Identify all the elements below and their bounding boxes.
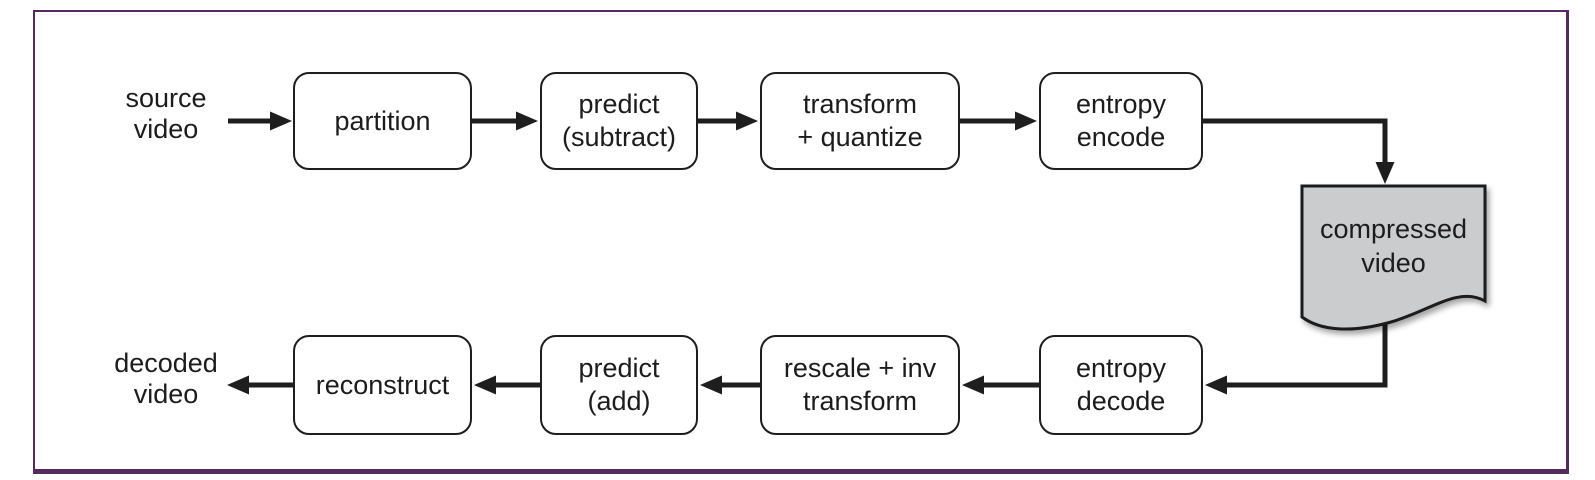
document-shape-compressed-video: [1300, 184, 1487, 331]
arrowhead-into-entropy-decode: [1205, 375, 1227, 395]
label-decoded-video: decoded video: [114, 348, 218, 409]
box-rescale-inv-transform-label: rescale + inv transform: [783, 353, 937, 416]
connector-encode-to-compressed: [1203, 118, 1388, 165]
arrowhead-into-entropy-encode: [1015, 111, 1037, 131]
box-partition: partition: [293, 72, 472, 170]
box-entropy-decode-label: entropy decode: [1075, 353, 1167, 416]
arrowhead-into-transform-quantize: [736, 111, 758, 131]
box-entropy-decode: entropy decode: [1039, 335, 1203, 435]
arrowhead-into-predict-subtract: [516, 111, 538, 131]
box-predict-add: predict (add): [540, 335, 698, 435]
box-reconstruct-label: reconstruct: [315, 369, 450, 400]
box-partition-label: partition: [334, 105, 431, 136]
label-source-video: source video: [125, 83, 207, 144]
box-predict-subtract-label: predict (subtract): [561, 89, 677, 152]
arrowhead-into-decoded-video: [227, 375, 249, 395]
arrowhead-into-rescale-inv: [962, 375, 984, 395]
arrowhead-into-reconstruct: [474, 375, 496, 395]
figure-frame: [33, 10, 1569, 474]
box-transform-quantize: transform + quantize: [760, 72, 960, 170]
box-predict-add-label: predict (add): [578, 353, 660, 416]
box-rescale-inv-transform: rescale + inv transform: [760, 335, 960, 435]
arrowhead-into-predict-add: [700, 375, 722, 395]
arrowhead-into-partition: [270, 111, 292, 131]
label-compressed-video: compressed video: [1319, 214, 1468, 278]
arrowhead-into-compressed-video: [1375, 162, 1395, 184]
connector-compressed-to-decode: [1227, 316, 1388, 388]
box-entropy-encode-label: entropy encode: [1075, 89, 1167, 152]
box-predict-subtract: predict (subtract): [540, 72, 698, 170]
box-entropy-encode: entropy encode: [1039, 72, 1203, 170]
box-transform-quantize-label: transform + quantize: [797, 89, 923, 152]
box-reconstruct: reconstruct: [293, 335, 472, 435]
